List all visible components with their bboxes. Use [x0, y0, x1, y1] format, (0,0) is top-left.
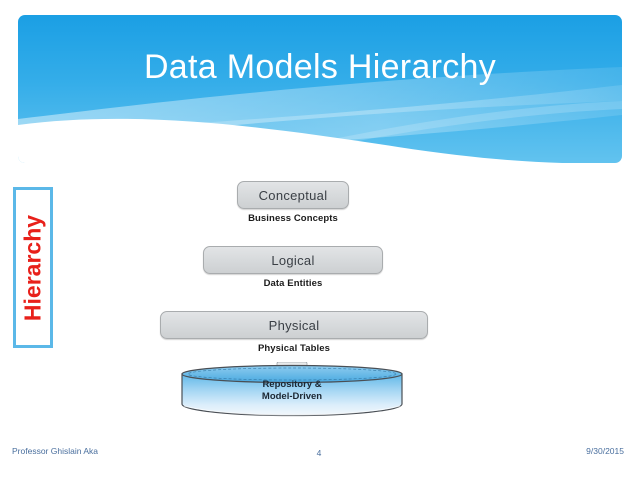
footer-date: 9/30/2015	[586, 446, 624, 456]
layer-conceptual: Conceptual Business Concepts	[237, 181, 349, 224]
hierarchy-label-text: Hierarchy	[19, 214, 46, 321]
page-title: Data Models Hierarchy	[143, 48, 497, 86]
layer-logical: Logical Data Entities	[203, 246, 383, 289]
header-banner	[18, 15, 622, 163]
hierarchy-label-box: Hierarchy	[13, 187, 53, 348]
slide-footer: Professor Ghislain Aka 4 9/30/2015	[0, 443, 638, 463]
layer-logical-caption: Data Entities	[263, 278, 323, 289]
layer-physical-box[interactable]: Physical	[160, 311, 428, 339]
layer-conceptual-caption: Business Concepts	[248, 213, 338, 224]
footer-author: Professor Ghislain Aka	[12, 446, 98, 456]
footer-page-number: 4	[316, 448, 322, 458]
layer-conceptual-box[interactable]: Conceptual	[237, 181, 349, 209]
layer-physical-caption: Physical Tables	[257, 343, 331, 354]
layer-logical-box[interactable]: Logical	[203, 246, 383, 274]
layer-physical: Physical Physical Tables	[160, 311, 428, 354]
header-wave-graphic	[18, 15, 622, 163]
repository-cylinder[interactable]: Repository & Model-Driven	[178, 362, 406, 418]
database-cylinder-icon	[181, 362, 403, 417]
